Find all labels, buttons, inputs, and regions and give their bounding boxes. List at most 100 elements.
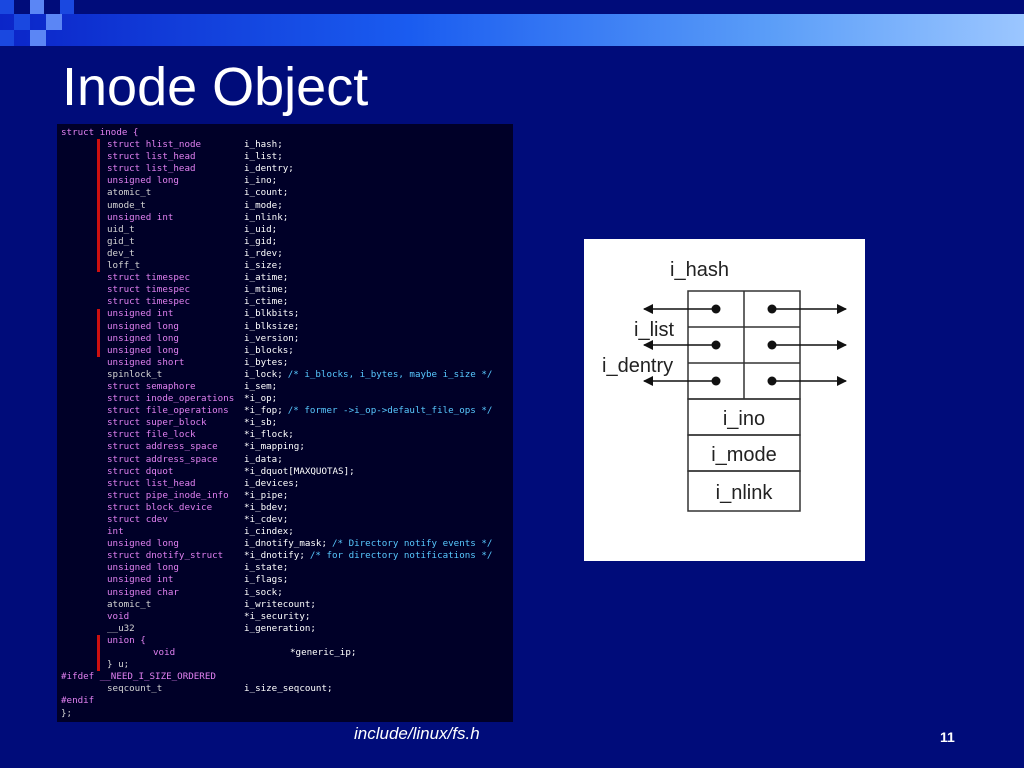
code-line: union { bbox=[61, 635, 513, 647]
code-type: struct address_space bbox=[107, 441, 218, 453]
code-field: i_dentry; bbox=[244, 163, 294, 175]
highlight-bar bbox=[97, 635, 100, 672]
code-type: struct timespec bbox=[107, 296, 190, 308]
code-type: struct super_block bbox=[107, 417, 207, 429]
code-type: unsigned int bbox=[107, 574, 174, 586]
code-type: } u; bbox=[107, 659, 130, 671]
inode-diagram-svg: i_hash i_list i_dentry i_ino i_mode i_nl… bbox=[602, 259, 847, 512]
code-field: i_sock; bbox=[244, 586, 283, 598]
code-field: i_uid; bbox=[244, 223, 278, 235]
code-field: i_blkbits; bbox=[244, 308, 300, 320]
code-field: i_blocks; bbox=[244, 344, 294, 356]
label-i-dentry: i_dentry bbox=[602, 355, 673, 377]
code-comment: /* Directory notify events */ bbox=[331, 538, 493, 550]
code-line: struct timespec i_ctime; bbox=[61, 296, 513, 308]
code-field: i_generation; bbox=[244, 622, 316, 634]
code-line: struct inode_operations*i_op; bbox=[61, 393, 513, 405]
code-line: struct address_space *i_mapping; bbox=[61, 441, 513, 453]
code-field: i_blksize; bbox=[244, 320, 300, 332]
code-type: gid_t bbox=[107, 235, 135, 247]
code-line: unsigned long i_dnotify_mask; /* Directory… bbox=[61, 538, 513, 550]
code-field: *i_flock; bbox=[244, 429, 294, 441]
slide-title: Inode Object bbox=[62, 57, 369, 117]
page-number: 11 bbox=[940, 729, 955, 745]
code-line: void*generic_ip; bbox=[61, 647, 513, 659]
code-line: struct hlist_node i_hash; bbox=[61, 139, 513, 151]
code-type: struct timespec bbox=[107, 272, 190, 284]
decor-square bbox=[60, 0, 74, 14]
code-field: *i_bdev; bbox=[244, 501, 289, 513]
code-type: struct timespec bbox=[107, 284, 190, 296]
code-field: i_flags; bbox=[244, 574, 289, 586]
code-field: *i_pipe; bbox=[244, 489, 289, 501]
code-type: unsigned char bbox=[107, 586, 179, 598]
code-type: unsigned long bbox=[107, 538, 179, 550]
code-line: #ifdef __NEED_I_SIZE_ORDERED bbox=[61, 671, 513, 683]
highlight-bar bbox=[97, 139, 100, 273]
code-line: unsigned long i_blocks; bbox=[61, 345, 513, 357]
code-field: i_state; bbox=[244, 562, 289, 574]
code-type: unsigned int bbox=[107, 211, 174, 223]
code-type: struct list_head bbox=[107, 477, 196, 489]
code-field: i_dnotify_mask; bbox=[244, 538, 327, 550]
code-field: *i_mapping; bbox=[244, 441, 305, 453]
code-type: int bbox=[107, 526, 124, 538]
highlight-bar bbox=[97, 308, 100, 357]
decor-square bbox=[14, 14, 30, 30]
code-field: i_hash; bbox=[244, 139, 283, 151]
code-type: unsigned long bbox=[107, 562, 179, 574]
code-field: *i_op; bbox=[244, 393, 278, 405]
code-field: i_size_seqcount; bbox=[244, 683, 333, 695]
code-line: struct block_device *i_bdev; bbox=[61, 502, 513, 514]
decor-square bbox=[0, 0, 14, 14]
code-field: i_mtime; bbox=[244, 284, 289, 296]
code-type: umode_t bbox=[107, 199, 146, 211]
code-field: i_bytes; bbox=[244, 356, 289, 368]
code-type: void bbox=[153, 647, 176, 659]
code-field: i_rdev; bbox=[244, 247, 283, 259]
code-type: }; bbox=[61, 707, 73, 719]
code-line: __u32 i_generation; bbox=[61, 623, 513, 635]
code-field: i_ctime; bbox=[244, 296, 289, 308]
code-field: i_lock; bbox=[244, 368, 283, 380]
label-i-list: i_list bbox=[634, 319, 674, 341]
code-type: struct list_head bbox=[107, 151, 196, 163]
code-type: void bbox=[107, 610, 130, 622]
code-type: loff_t bbox=[107, 260, 141, 272]
code-line: int i_cindex; bbox=[61, 526, 513, 538]
code-line: struct cdev*i_cdev; bbox=[61, 514, 513, 526]
code-type: atomic_t bbox=[107, 187, 152, 199]
title-accent-bar bbox=[0, 14, 1024, 46]
code-type: struct cdev bbox=[107, 514, 168, 525]
decor-square bbox=[30, 30, 46, 46]
code-type: struct dnotify_struct bbox=[107, 550, 224, 562]
code-field: i_cindex; bbox=[244, 526, 294, 538]
code-line: struct pipe_inode_info*i_pipe; bbox=[61, 490, 513, 502]
code-type: struct block_device bbox=[107, 501, 213, 513]
code-line: unsigned char i_sock; bbox=[61, 587, 513, 599]
code-type: __u32 bbox=[107, 622, 135, 634]
code-type: struct address_space bbox=[107, 453, 218, 465]
code-field: i_size; bbox=[244, 260, 283, 272]
code-type: #endif bbox=[61, 695, 95, 707]
code-type: struct semaphore bbox=[107, 380, 196, 392]
decor-square bbox=[46, 14, 62, 30]
inode-diagram: i_hash i_list i_dentry i_ino i_mode i_nl… bbox=[584, 239, 865, 561]
code-type: unsigned long bbox=[107, 344, 179, 356]
code-line: struct dquot*i_dquot[MAXQUOTAS]; bbox=[61, 466, 513, 478]
decor-square bbox=[0, 30, 14, 46]
code-type: struct hlist_node bbox=[107, 139, 202, 151]
